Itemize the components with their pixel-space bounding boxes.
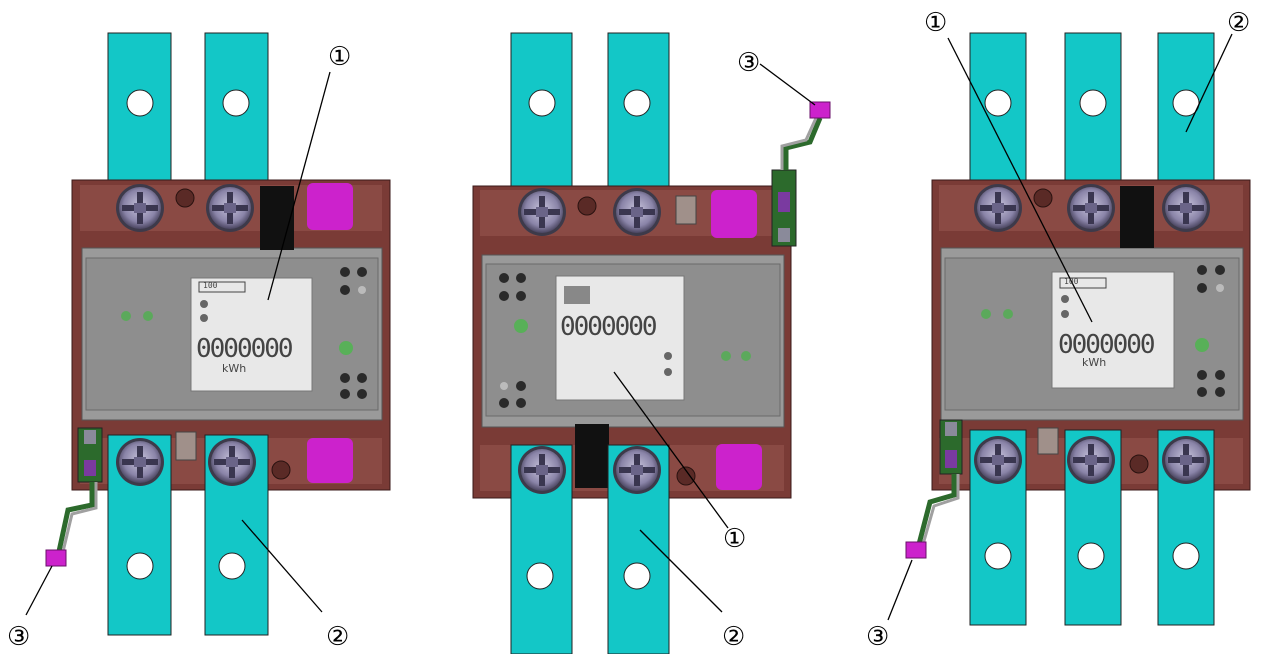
screw-terminal-icon	[518, 446, 566, 494]
callout-2: ②	[722, 622, 746, 652]
led-grid-bottom	[340, 373, 367, 399]
callout-3: ③	[737, 48, 761, 78]
screw-terminal-icon	[116, 184, 164, 232]
cover-bottom	[307, 438, 353, 483]
lcd-unit: kWh	[1082, 356, 1107, 369]
lcd-small-box-text: 100	[1064, 277, 1079, 286]
connector-plug-icon	[905, 419, 963, 559]
screw-terminal-icon	[518, 188, 566, 236]
screw-terminal-icon	[1067, 436, 1115, 484]
connector-plug-icon	[45, 427, 103, 567]
screw-terminal-icon	[1162, 184, 1210, 232]
lcd-digits: 0000000	[560, 312, 658, 342]
screw-terminal-icon	[116, 438, 164, 486]
callout-2: ②	[326, 622, 350, 652]
screw-terminal-icon	[1162, 436, 1210, 484]
screw-terminal-icon	[206, 184, 254, 232]
screw-terminal-icon	[208, 438, 256, 486]
meter-1	[25, 32, 391, 636]
callout-1: ①	[924, 8, 948, 38]
callout-3: ③	[7, 622, 31, 652]
lcd-display	[190, 277, 313, 392]
connector-plug-icon	[771, 101, 831, 247]
callout-2: ②	[1227, 8, 1251, 38]
lcd-unit: kWh	[222, 362, 247, 375]
lcd-digits: 0000000	[196, 334, 294, 364]
callout-1: ①	[723, 524, 747, 554]
screw-terminal-icon	[1067, 184, 1115, 232]
led-grid-top	[340, 267, 367, 295]
cover-top	[711, 190, 757, 238]
lcd-display	[1051, 271, 1175, 389]
callout-1: ①	[328, 42, 352, 72]
cover-top	[307, 183, 353, 230]
lcd-small-box-text: 100	[203, 281, 218, 290]
screw-terminal-icon	[613, 188, 661, 236]
screw-terminal-icon	[613, 446, 661, 494]
callout-3: ③	[866, 622, 890, 652]
meter-2	[472, 32, 831, 654]
screw-terminal-icon	[974, 436, 1022, 484]
lcd-digits: 0000000	[1058, 330, 1156, 360]
meter-3	[887, 32, 1251, 626]
cover-bottom	[716, 444, 762, 490]
screw-terminal-icon	[974, 184, 1022, 232]
